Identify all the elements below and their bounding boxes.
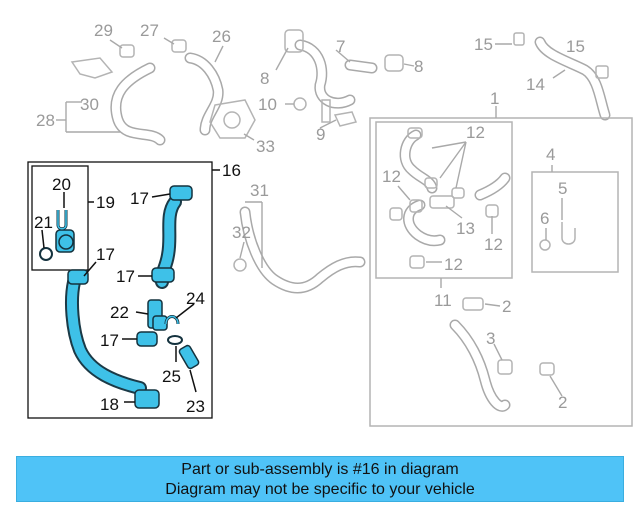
callout-1: 1 xyxy=(490,89,499,108)
callout-33: 33 xyxy=(256,137,275,156)
callout-17-top: 17 xyxy=(130,189,149,208)
callout-15-left: 15 xyxy=(474,35,493,54)
parts-diagram: 29 27 26 7 8 8 10 9 30 28 33 15 15 14 1 … xyxy=(27,21,633,427)
callout-23: 23 xyxy=(186,397,205,416)
callout-9: 9 xyxy=(316,125,325,144)
callout-8-left: 8 xyxy=(260,69,269,88)
callout-labels: 29 27 26 7 8 8 10 9 30 28 33 15 15 14 1 … xyxy=(34,21,585,416)
callout-4: 4 xyxy=(546,145,555,164)
callout-8-right: 8 xyxy=(414,57,423,76)
callout-12-right: 12 xyxy=(484,235,503,254)
assembly-16-box xyxy=(27,161,213,419)
callout-16: 16 xyxy=(222,161,241,180)
callout-22: 22 xyxy=(110,303,129,322)
callout-7: 7 xyxy=(336,37,345,56)
callout-31: 31 xyxy=(250,181,269,200)
callout-3: 3 xyxy=(486,329,495,348)
callout-12-bottom: 12 xyxy=(444,255,463,274)
grey-parts-upper-right xyxy=(513,32,611,121)
callout-5: 5 xyxy=(558,179,567,198)
callout-19: 19 xyxy=(96,193,115,212)
callout-26: 26 xyxy=(212,27,231,46)
callout-25: 25 xyxy=(162,367,181,386)
callout-2-lower: 2 xyxy=(558,393,567,412)
callout-32: 32 xyxy=(232,223,251,242)
callout-2-upper: 2 xyxy=(502,297,511,316)
callout-12-top: 12 xyxy=(466,123,485,142)
banner-line-2: Diagram may not be specific to your vehi… xyxy=(165,481,475,498)
grey-part-31 xyxy=(233,206,366,294)
callout-21: 21 xyxy=(34,213,53,232)
info-banner: Part or sub-assembly is #16 in diagram D… xyxy=(16,456,624,502)
callout-17-left: 17 xyxy=(96,245,115,264)
callout-30: 30 xyxy=(80,95,99,114)
callout-11: 11 xyxy=(434,291,452,310)
callout-6: 6 xyxy=(540,209,549,228)
callout-20: 20 xyxy=(52,175,71,194)
callout-14: 14 xyxy=(526,75,545,94)
assembly-group-1 xyxy=(369,117,633,427)
callout-29: 29 xyxy=(94,21,113,40)
callout-24: 24 xyxy=(186,289,205,308)
callout-12-left: 12 xyxy=(382,167,401,186)
callout-17-mid: 17 xyxy=(116,267,135,286)
callout-13: 13 xyxy=(456,219,475,238)
callout-10: 10 xyxy=(258,95,277,114)
grey-parts-upper-left xyxy=(70,29,404,146)
assembly-16-parts xyxy=(39,185,200,409)
banner-line-1: Part or sub-assembly is #16 in diagram xyxy=(181,461,459,478)
leader-lines-grey xyxy=(56,37,566,397)
leader-lines-dark xyxy=(41,169,220,403)
callout-17-low: 17 xyxy=(100,331,119,350)
callout-18: 18 xyxy=(100,395,119,414)
callout-28: 28 xyxy=(36,111,55,130)
callout-27: 27 xyxy=(140,21,159,40)
callout-15-right: 15 xyxy=(566,37,585,56)
